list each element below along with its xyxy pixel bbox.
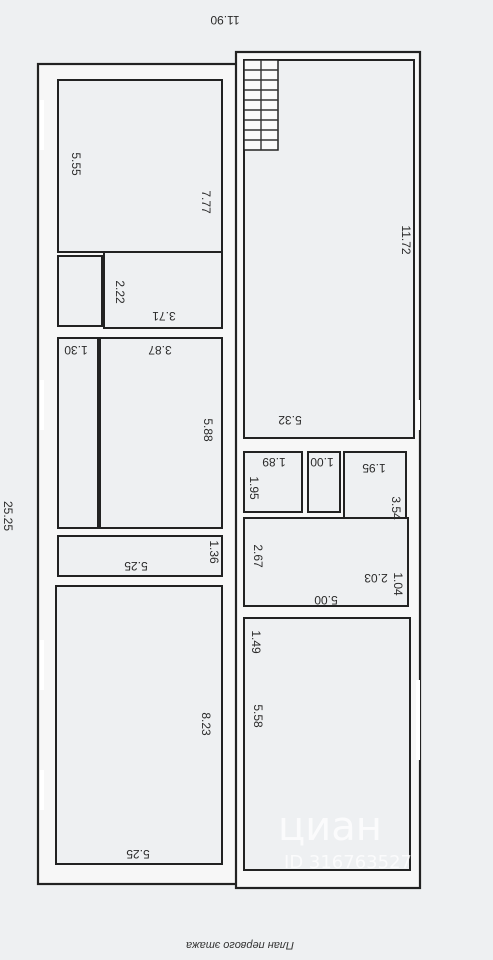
room-f-area-label: 8.23 (199, 712, 213, 736)
bath-1 (243, 451, 303, 513)
lobby-area-label: 2.67 (251, 544, 265, 568)
room-a-side-label: 5.55 (69, 152, 83, 176)
hall-area-label: 2.22 (113, 280, 127, 304)
room-e-side-label: 1.04 (391, 572, 405, 596)
room-a-lower (103, 251, 223, 329)
bath-1-area-label: 1.89 (262, 455, 286, 469)
kitchen-width-label: 5.32 (278, 413, 302, 427)
room-f (55, 585, 223, 865)
bath-2 (307, 451, 341, 513)
overall-height-label: 25.25 (1, 501, 15, 531)
bath-2-area-label: 1.00 (310, 455, 334, 469)
passage-area-label: 5.25 (124, 559, 148, 573)
room-g-side-label: 1.49 (249, 630, 263, 654)
room-d-area-label: 3.54 (389, 496, 403, 520)
hall (57, 255, 103, 327)
stairs (243, 59, 279, 151)
overall-width-label: 11.90 (210, 13, 239, 27)
bath-3-area-label: 1.95 (247, 476, 261, 500)
room-a-area-label: 7.77 (199, 190, 213, 214)
passage (57, 535, 223, 577)
room-e-area-label: 2.03 (364, 571, 388, 585)
corridor (57, 337, 99, 529)
corridor-side-label: 1.30 (64, 343, 88, 357)
lobby (243, 517, 409, 607)
vestibule-area-label: 1.36 (207, 540, 221, 564)
hall-side-label: 3.71 (152, 309, 176, 323)
plan-title: План первого этажа (186, 939, 294, 951)
room-b-area-label: 11.72 (399, 225, 413, 254)
room-a (57, 79, 223, 253)
watermark-brand: циан (278, 804, 382, 850)
room-f-side-label: 5.25 (126, 847, 150, 861)
lobby-side-label: 5.00 (314, 593, 338, 607)
room-c-side-label: 3.87 (148, 343, 172, 357)
room-c-area-label: 5.88 (201, 418, 215, 442)
bath-4-area-label: 1.95 (362, 461, 386, 475)
room-c (99, 337, 223, 529)
watermark-id: ID 316763527 (284, 852, 412, 873)
room-g (243, 617, 411, 871)
room-g-area-label: 5.58 (251, 704, 265, 728)
watermark: циан ID 316763527 (278, 804, 412, 873)
